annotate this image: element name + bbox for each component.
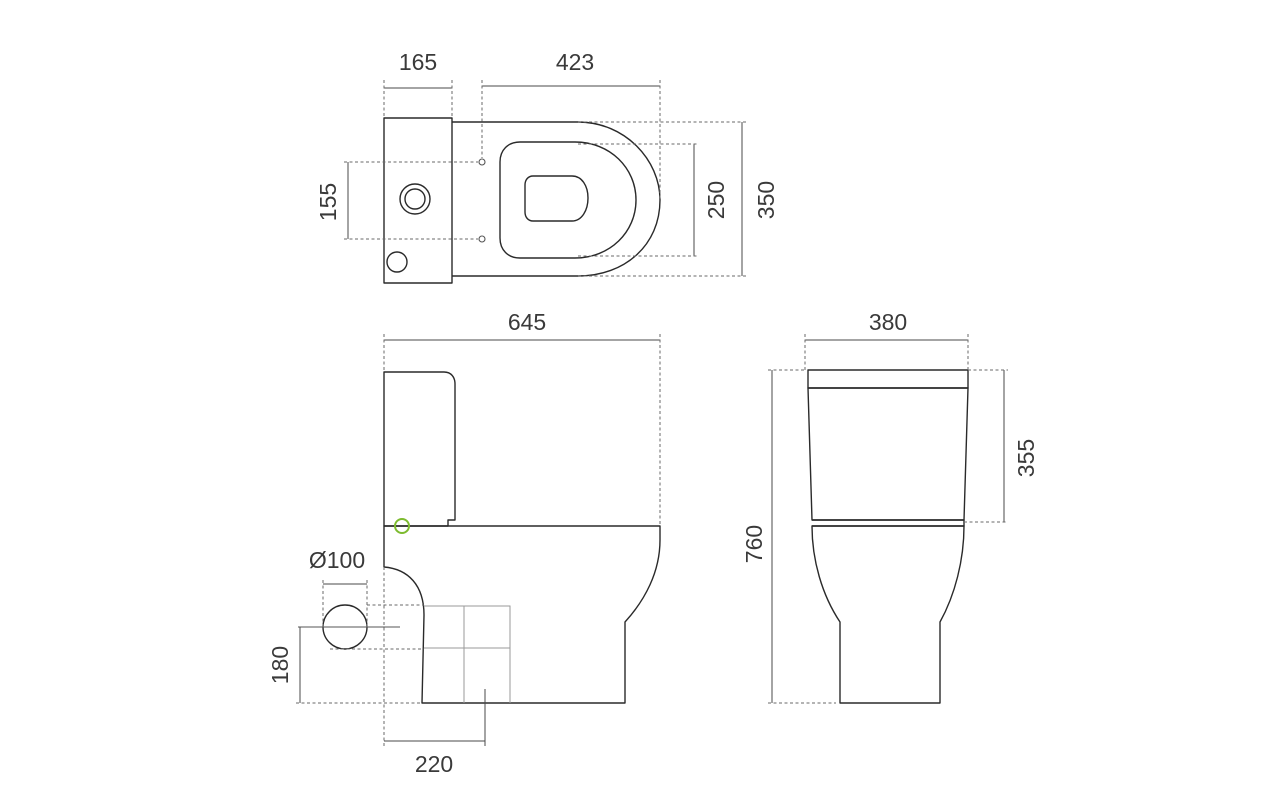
dim-423-label: 423 (556, 49, 594, 75)
top-view: 165 423 155 250 350 (315, 49, 779, 284)
top-view-bowl (452, 121, 661, 277)
dim-165-label: 165 (399, 49, 437, 75)
dim-760-label: 760 (741, 525, 767, 563)
side-view-pan (383, 525, 661, 704)
dim-155-label: 155 (315, 183, 341, 221)
dim-355-label: 355 (1013, 439, 1039, 477)
top-view-fixing-hole-bottom (478, 235, 486, 243)
top-view-seat (499, 141, 637, 259)
dim-380-label: 380 (869, 309, 907, 335)
front-view: 380 355 760 (741, 309, 1039, 704)
top-view-flush-button-inner (404, 188, 426, 210)
front-view-lid (807, 369, 969, 389)
side-view-flush-button-icon (394, 518, 410, 534)
top-view-water-inlet (386, 251, 408, 273)
side-view: 645 Ø100 180 220 (267, 309, 661, 777)
dim-220-label: 220 (415, 751, 453, 777)
top-view-tank (383, 117, 453, 284)
dim-diameter-label: Ø100 (309, 547, 365, 573)
dim-250-label: 250 (703, 181, 729, 219)
top-view-inner-bowl (524, 175, 589, 222)
front-view-pan (811, 525, 965, 704)
side-view-cistern (383, 371, 456, 527)
top-view-fixing-hole-top (478, 158, 486, 166)
dim-645-label: 645 (508, 309, 546, 335)
front-view-cistern (807, 387, 969, 521)
top-view-flush-button (399, 183, 431, 215)
dim-180-label: 180 (267, 646, 293, 684)
dim-350-label: 350 (753, 181, 779, 219)
side-view-floor-grid (424, 605, 511, 703)
